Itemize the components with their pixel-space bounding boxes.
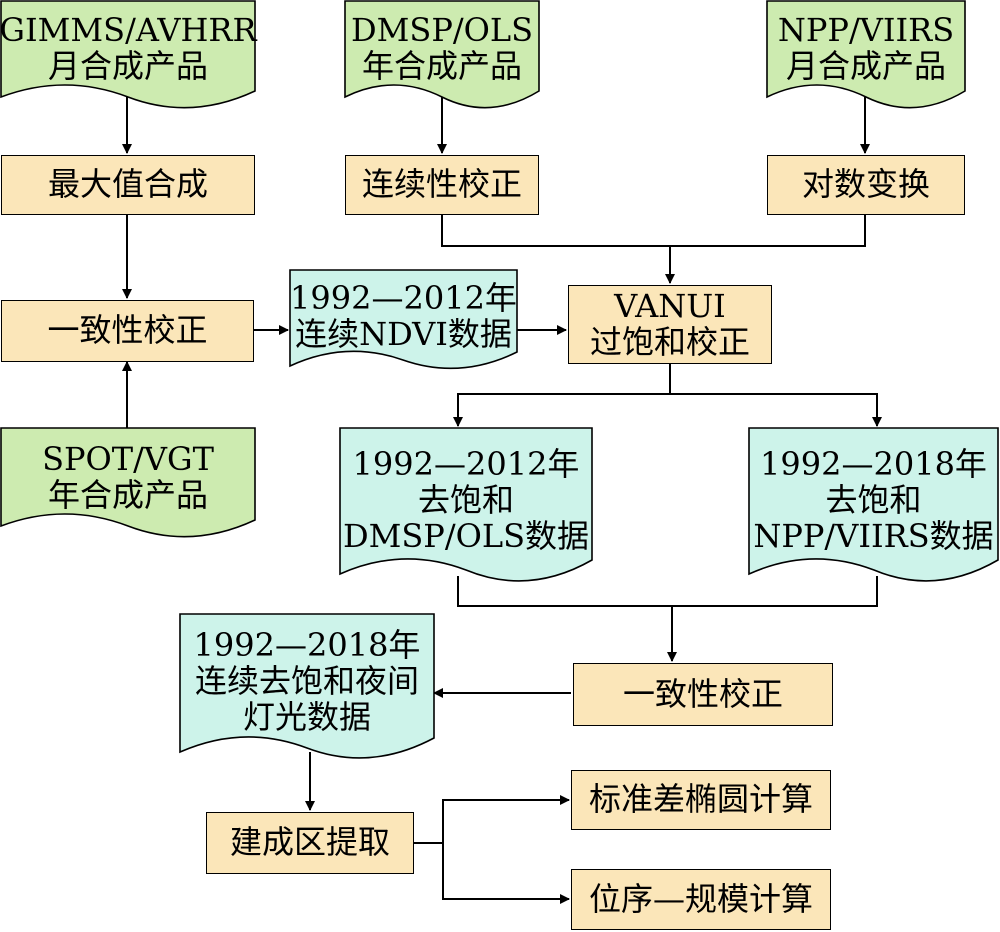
log-transform-label: 对数变换 xyxy=(801,165,930,204)
std-ellipse-label: 标准差椭圆计算 xyxy=(588,780,813,819)
consistency-correction-label-2: 一致性校正 xyxy=(622,674,783,713)
builtup-extraction-label: 建成区提取 xyxy=(229,823,390,862)
document-shape xyxy=(289,269,518,370)
connector-builtup-branch-ellipse xyxy=(414,795,570,844)
document-shape xyxy=(766,0,966,109)
document-shape xyxy=(339,427,593,582)
rank-size-label: 位序—规模计算 xyxy=(588,879,813,918)
consistency-correction-box-1: 一致性校正 xyxy=(1,300,254,362)
document-shape xyxy=(0,427,256,538)
connector-vanui-split-right xyxy=(670,393,882,427)
document-shape xyxy=(179,613,435,759)
connector-vanui-split-left xyxy=(453,364,671,427)
ndvi-data-document: 1992—2012年连续NDVI数据 xyxy=(289,269,518,376)
std-ellipse-box: 标准差椭圆计算 xyxy=(571,770,831,830)
continuity-correction-label: 连续性校正 xyxy=(361,165,522,204)
continuous-ntl-label: 1992—2018年连续去饱和夜间灯光数据 xyxy=(193,626,421,736)
log-transform-box: 对数变换 xyxy=(767,155,965,215)
document-shape xyxy=(748,427,999,582)
continuity-correction-box: 连续性校正 xyxy=(345,155,539,215)
continuous-ntl-document: 1992—2018年连续去饱和夜间灯光数据 xyxy=(179,613,435,766)
consistency-correction-box-2: 一致性校正 xyxy=(573,663,833,726)
connector-builtup-branch-rank-size xyxy=(442,843,570,904)
max-value-composite-label: 最大值合成 xyxy=(47,165,208,204)
document-shape xyxy=(344,0,540,109)
document-shape xyxy=(0,0,256,109)
ndvi-data-label: 1992—2012年连续NDVI数据 xyxy=(290,279,517,353)
max-value-composite-box: 最大值合成 xyxy=(1,155,255,215)
builtup-extraction-box: 建成区提取 xyxy=(206,812,414,874)
connector-merge-to-vanui xyxy=(441,215,866,283)
connector-merge-to-consistency-2 xyxy=(457,576,878,661)
rank-size-box: 位序—规模计算 xyxy=(571,869,831,930)
consistency-correction-label-1: 一致性校正 xyxy=(47,311,208,350)
